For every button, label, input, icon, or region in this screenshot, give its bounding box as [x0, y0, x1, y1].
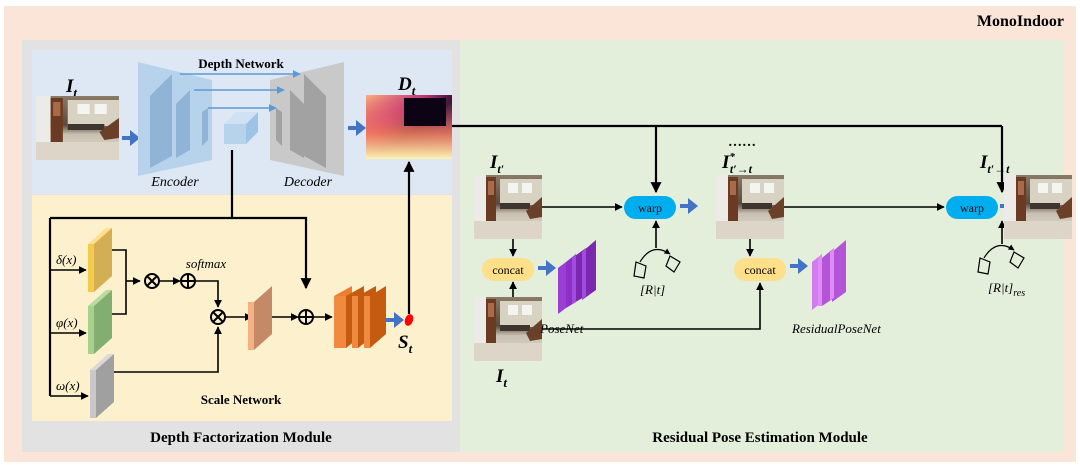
scale-network-title: Scale Network — [201, 392, 282, 407]
omega-branch-label: ω(x) — [56, 378, 80, 393]
rt-res-label: [R|t]res — [988, 280, 1025, 299]
add-icon — [298, 309, 314, 325]
final-frame-label: It′→t — [979, 152, 1010, 176]
delta-block — [88, 228, 112, 292]
source-frame-label: It′ — [489, 152, 504, 176]
residual-posenet-label: ResidualPoseNet — [791, 321, 881, 336]
encoder-label: Encoder — [150, 175, 199, 190]
warp-node-2 — [946, 196, 998, 219]
camera-pose-icon — [633, 248, 681, 279]
softmax-label: softmax — [186, 256, 227, 271]
rt-label: [R|t] — [640, 282, 665, 297]
warp-label-2: warp — [960, 201, 984, 215]
concat-node-2 — [734, 258, 786, 281]
decoder-block — [270, 62, 344, 176]
omega-block — [90, 354, 114, 418]
omega-to-mult — [114, 326, 222, 373]
softmax-icon — [180, 273, 196, 289]
target-to-concat2-arrow — [542, 282, 764, 330]
depth-network-title: Depth Network — [198, 56, 284, 71]
scale-output-label: St — [398, 332, 413, 356]
scale-output-dot — [404, 314, 414, 326]
blue-arrow-icon — [790, 258, 808, 274]
softmax-to-mult — [195, 280, 222, 308]
decoder-label: Decoder — [283, 175, 333, 190]
intermediate-frame-image — [716, 175, 784, 239]
input-image-it — [36, 96, 119, 160]
blue-arrow-icon — [386, 312, 404, 328]
phi-block — [88, 290, 112, 354]
input-image-label: It — [65, 76, 77, 100]
blue-arrow-icon — [122, 130, 140, 146]
ellipsis: …… — [728, 135, 756, 150]
depth-factorization-module-label: Depth Factorization Module — [150, 430, 332, 446]
posenet-block — [558, 240, 596, 314]
encoder-block — [138, 62, 212, 176]
camera-pose-icon — [977, 244, 1025, 275]
target-frame-image — [474, 297, 542, 361]
residual-posenet-block — [812, 240, 846, 310]
warp-label-1: warp — [638, 201, 662, 215]
conv-block — [248, 286, 272, 350]
blue-arrow-icon — [680, 198, 698, 214]
concat-node-1 — [482, 258, 534, 281]
residual-skip-line — [50, 216, 312, 290]
depth-map-dt — [366, 95, 452, 159]
depth-map-label: Dt — [397, 74, 416, 98]
residual-pose-estimation-module — [460, 40, 1063, 452]
warp-node-1 — [624, 196, 676, 219]
residual-pose-module-label: Residual Pose Estimation Module — [652, 430, 868, 446]
scale-head-stack — [334, 286, 386, 348]
phi-branch-label: φ(x) — [56, 315, 78, 330]
intermediate-frame-label: I*t′→t — [721, 151, 753, 176]
target-frame-label: It — [495, 366, 507, 390]
source-frame-image — [474, 175, 542, 239]
delta-branch-label: δ(x) — [56, 252, 76, 267]
delta-phi-merge — [112, 249, 127, 315]
diagram-title: MonoIndoor — [977, 13, 1064, 30]
concat-label-1: concat — [492, 263, 524, 277]
blue-arrow-icon — [348, 120, 366, 136]
final-frame-image — [1004, 175, 1072, 239]
blue-arrow-icon — [538, 260, 556, 276]
concat-label-2: concat — [744, 263, 776, 277]
bottleneck-block — [224, 112, 258, 144]
